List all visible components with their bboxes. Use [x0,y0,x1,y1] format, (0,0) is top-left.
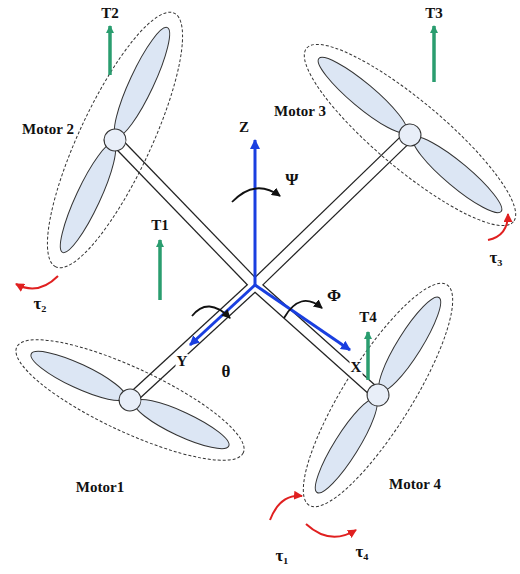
thrust-label: T2 [100,6,120,22]
rotation-arrows [192,188,322,318]
propeller-motor [285,22,520,248]
angle-label: Ψ [284,171,299,189]
propeller-motor [3,318,257,482]
torque-label: τ₁ [275,547,290,565]
axis-label: Y [176,354,189,370]
angle-label: θ [221,363,232,381]
motor-label: Motor 4 [388,477,442,493]
body-axes [190,140,350,350]
axis-label: Z [238,120,250,136]
thrust-label: T1 [150,218,170,234]
torque-label: τ₂ [33,295,48,313]
frame-arms [115,135,410,400]
motor-label: Motor1 [75,480,125,496]
torque-arrows [16,214,508,537]
thrust-arrows [110,26,434,380]
motor-label: Motor 2 [21,122,75,138]
torque-label: τ₃ [489,249,504,267]
motor-label: Motor 3 [273,104,327,120]
axis-label: X [350,360,363,376]
thrust-label: T3 [424,6,444,22]
angle-label: Φ [326,287,342,305]
thrust-label: T4 [358,310,378,326]
propeller-motor [280,267,475,524]
torque-label: τ₄ [355,543,370,561]
propeller-motor [23,0,207,282]
